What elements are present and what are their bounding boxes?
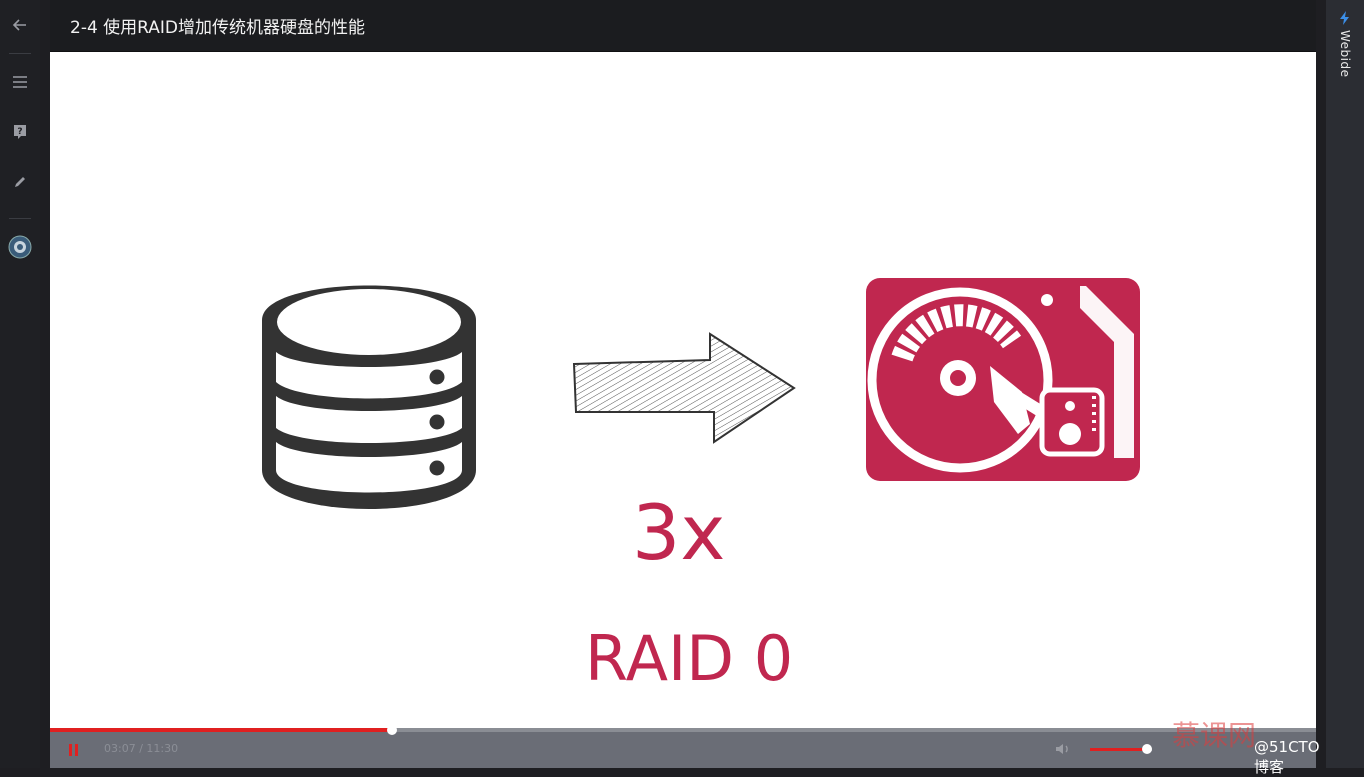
- progress-bar[interactable]: [50, 725, 1316, 735]
- sidebar-divider: [9, 53, 31, 54]
- left-sidebar: ?: [0, 0, 40, 768]
- hamburger-icon: [13, 76, 27, 88]
- volume-button[interactable]: [1054, 741, 1072, 757]
- title-bar: 2-4 使用RAID增加传统机器硬盘的性能: [50, 0, 1316, 52]
- pencil-icon: [15, 177, 25, 187]
- volume-slider[interactable]: [1090, 744, 1153, 754]
- webide-label: Webide: [1338, 30, 1352, 78]
- volume-fill: [1090, 748, 1148, 751]
- svg-text:?: ?: [17, 127, 22, 137]
- pause-button[interactable]: [64, 740, 84, 760]
- time-display: 03:07 / 11:30: [104, 742, 179, 755]
- progress-handle[interactable]: [386, 725, 397, 735]
- lightning-icon: [1340, 11, 1349, 25]
- arrow-icon: [572, 332, 796, 444]
- watermark-text: @51CTO博客: [1254, 738, 1320, 776]
- hard-drive-icon: [866, 278, 1140, 481]
- arrow-left-icon: [12, 19, 26, 31]
- right-panel: Webide: [1326, 0, 1364, 768]
- webide-tab[interactable]: Webide: [1326, 0, 1364, 78]
- help-button[interactable]: ?: [0, 112, 40, 152]
- sidebar-divider: [9, 218, 31, 219]
- video-stage[interactable]: 3x RAID 0: [50, 52, 1316, 728]
- pause-icon: [69, 744, 78, 756]
- raid-caption: RAID 0: [585, 622, 794, 695]
- watermark-logo: 慕课网: [1172, 719, 1257, 752]
- volume-handle[interactable]: [1142, 744, 1153, 754]
- back-button[interactable]: [0, 5, 40, 45]
- avatar[interactable]: [0, 227, 40, 267]
- progress-fill: [50, 728, 392, 732]
- page-title: 2-4 使用RAID增加传统机器硬盘的性能: [70, 18, 366, 38]
- player-controls: 03:07 / 11:30 慕课网 @51CTO博客: [50, 719, 1320, 776]
- multiplier-text: 3x: [632, 488, 726, 577]
- avatar-icon: [8, 235, 32, 259]
- question-badge-icon: ?: [14, 125, 26, 139]
- notes-button[interactable]: [0, 162, 40, 202]
- menu-button[interactable]: [0, 62, 40, 102]
- slide-graphic: [262, 278, 1140, 509]
- database-icon: [262, 285, 476, 509]
- volume-icon: [1056, 744, 1068, 754]
